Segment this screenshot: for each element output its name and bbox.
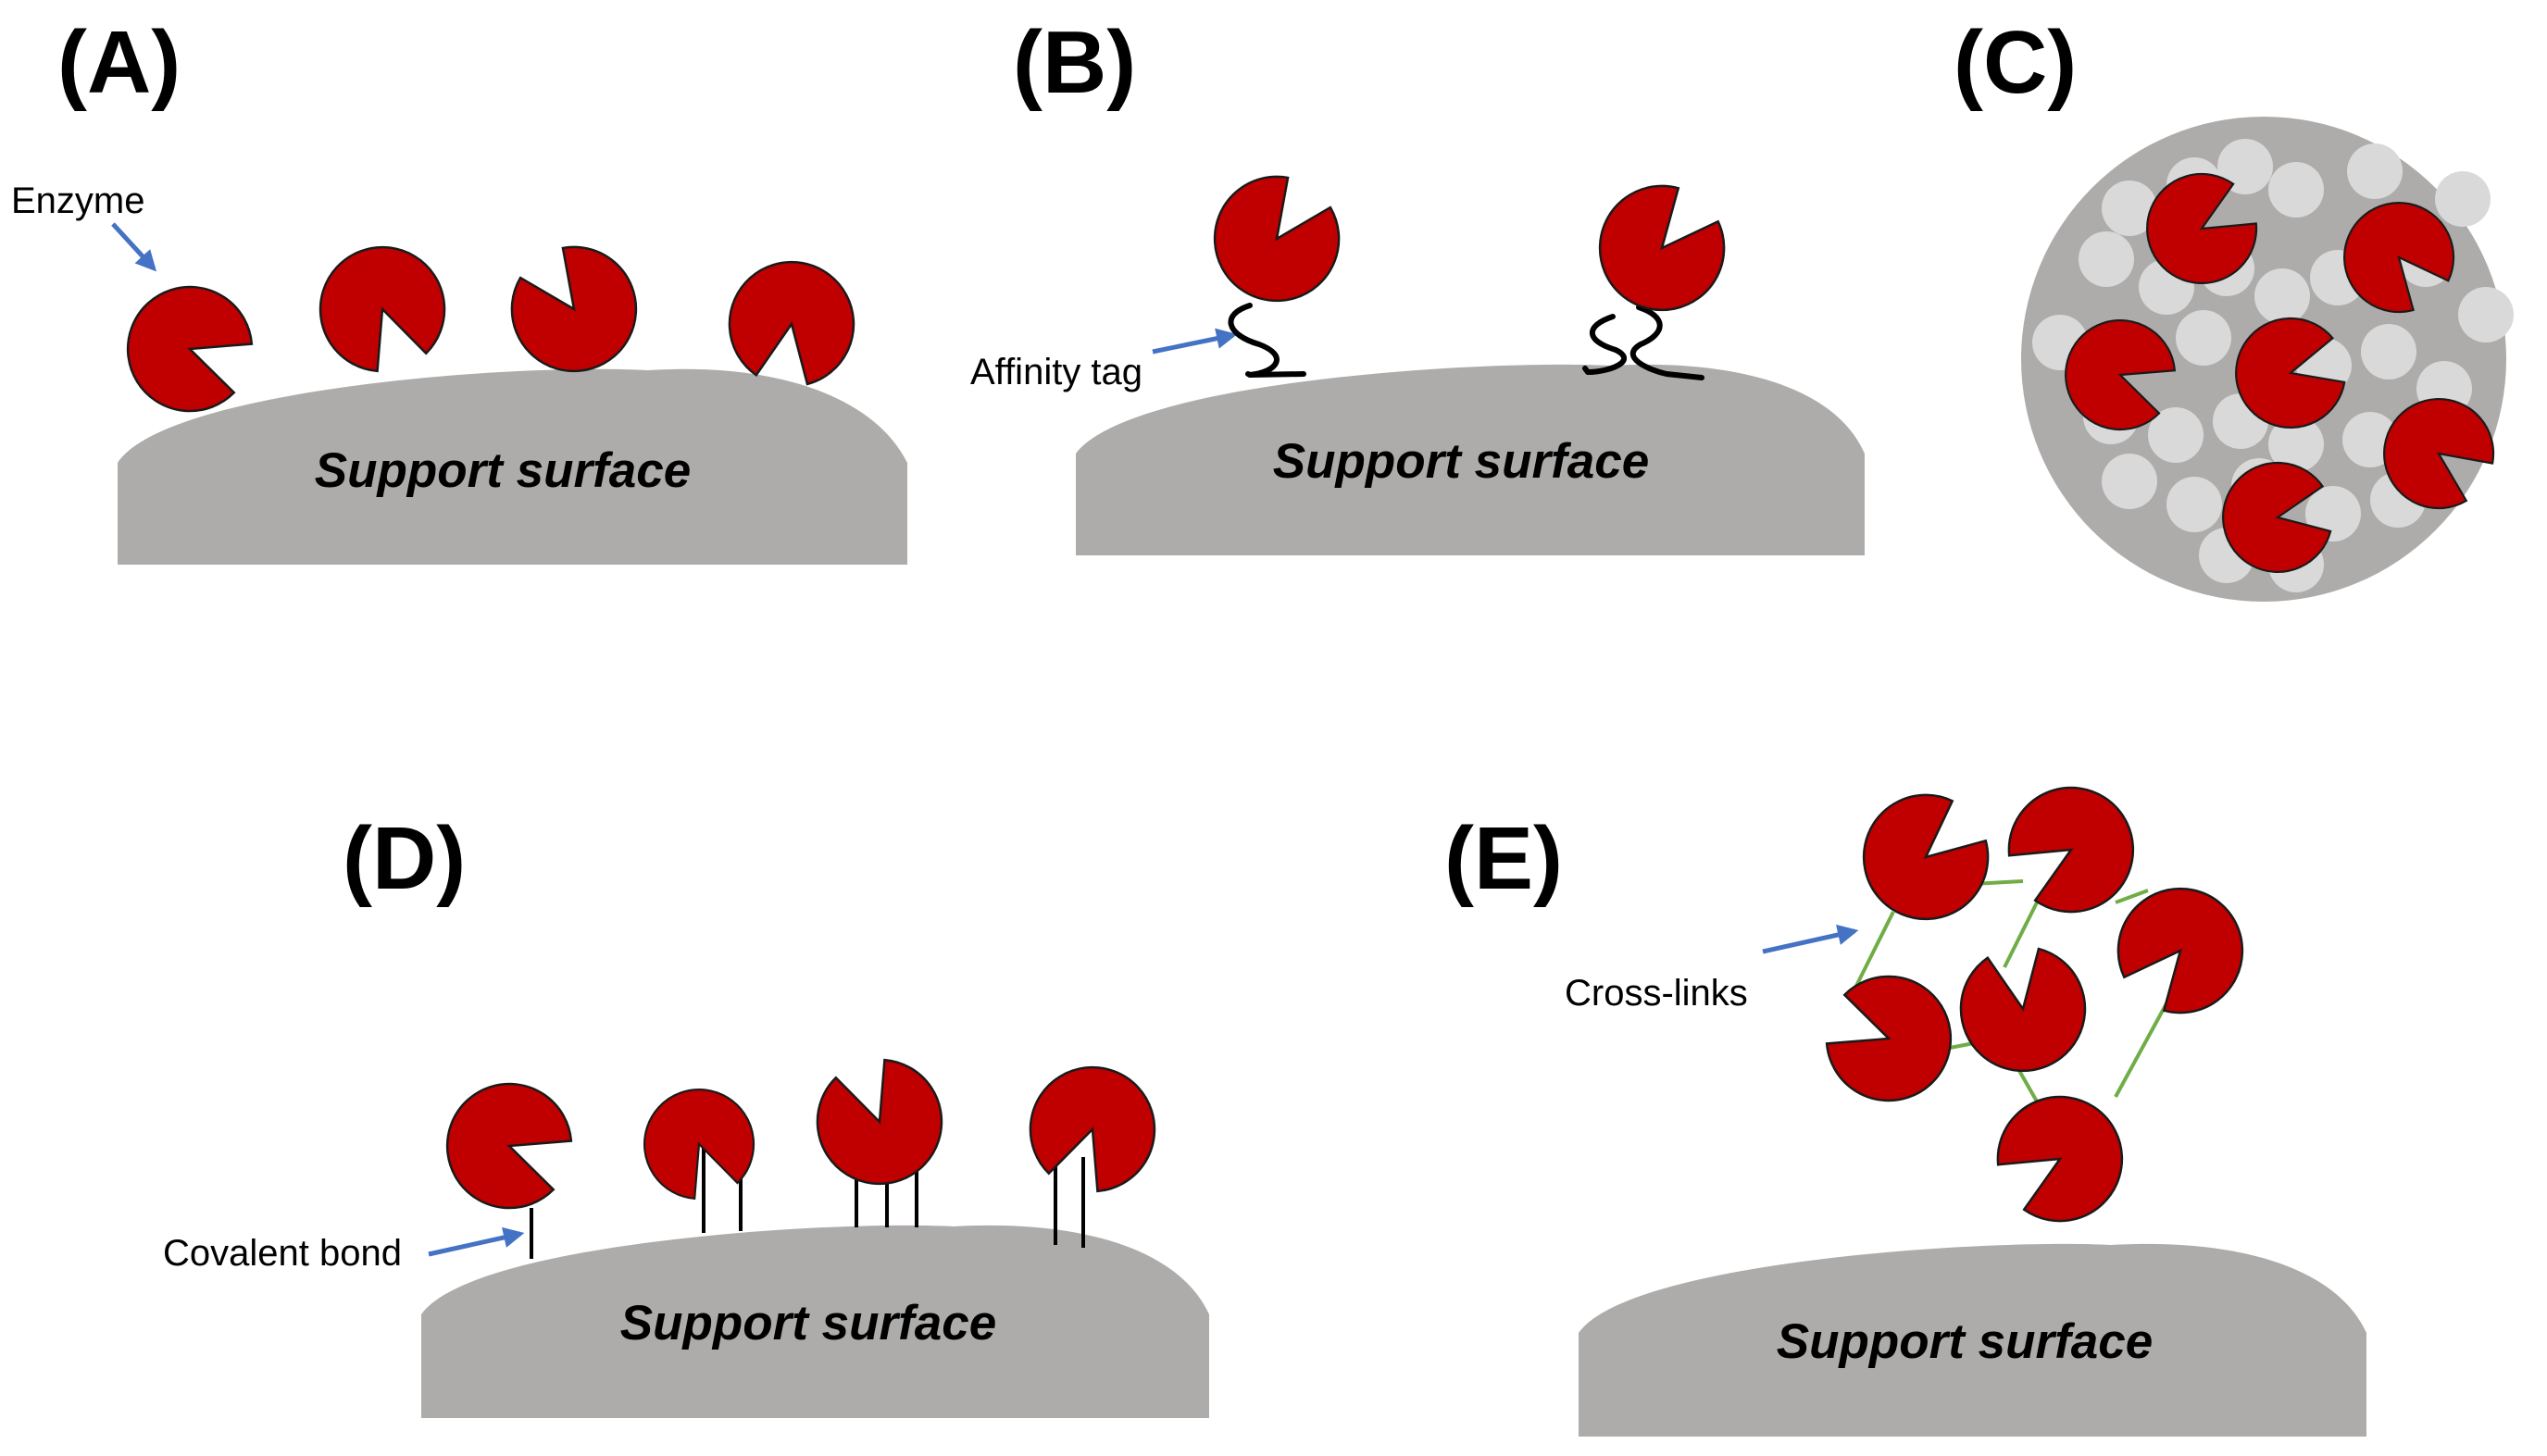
enzyme <box>1837 772 2011 946</box>
matrix-bead <box>2254 268 2310 324</box>
support-surface-a <box>118 368 907 565</box>
matrix-bead <box>2361 324 2416 380</box>
matrix-bead <box>2148 407 2204 463</box>
support-surface-d <box>421 1225 1209 1418</box>
enzyme-annotation: Enzyme <box>11 180 145 221</box>
enzyme <box>1573 163 1747 337</box>
enzyme <box>1990 764 2157 933</box>
support-surface-label-d: Support surface <box>620 1296 996 1350</box>
matrix-bead <box>2268 417 2324 472</box>
enzyme <box>301 228 462 385</box>
cross-links-arrow <box>1762 924 1859 954</box>
enzyme <box>2095 862 2269 1036</box>
panel-a: (A) Support surface Enzyme <box>11 13 907 565</box>
enzyme <box>1951 941 2096 1082</box>
enzyme <box>108 268 266 429</box>
matrix-bead <box>2268 162 2324 218</box>
panel-d: (D) Support surface Covalent bond <box>163 809 1209 1418</box>
enzyme-arrow <box>111 222 157 272</box>
support-surface-label-e: Support surface <box>1777 1314 2153 1369</box>
matrix-bead <box>2102 180 2157 236</box>
affinity-tag <box>1228 303 1306 378</box>
affinity-tag-arrow <box>1152 328 1238 355</box>
enzyme <box>628 1073 768 1211</box>
panel-e-label: (E) <box>1444 809 1563 908</box>
affinity-tag-annotation: Affinity tag <box>970 352 1142 392</box>
panel-b-label: (B) <box>1013 13 1136 112</box>
enzyme <box>1813 959 1970 1120</box>
affinity-tag <box>1582 305 1704 380</box>
enzyme <box>719 251 865 392</box>
matrix-bead <box>2176 310 2231 366</box>
enzyme <box>428 1064 585 1226</box>
matrix-bead <box>2217 139 2273 194</box>
support-surface-label-b: Support surface <box>1273 434 1649 489</box>
support-surface-label-a: Support surface <box>315 443 691 498</box>
cross-links-annotation: Cross-links <box>1565 973 1748 1014</box>
support-surface-e <box>1579 1243 2366 1437</box>
panel-b: (B) Support surface Affinity tag <box>970 13 1865 555</box>
enzyme <box>800 1046 961 1203</box>
matrix-bead <box>2102 454 2157 509</box>
covalent-bond-arrow <box>428 1226 525 1257</box>
support-surface-b <box>1076 364 1865 555</box>
matrix-bead <box>2079 231 2134 287</box>
matrix-bead <box>2166 477 2222 532</box>
matrix-bead <box>2347 143 2403 199</box>
covalent-bond-annotation: Covalent bond <box>163 1233 402 1274</box>
enzyme <box>1189 156 1362 327</box>
matrix-bead <box>2435 171 2491 227</box>
matrix-bead <box>2458 287 2514 342</box>
panel-c: (C) <box>1954 13 2514 602</box>
enzyme <box>1013 1048 1174 1205</box>
panel-e: (E) Support surface Cross-links <box>1444 764 2366 1437</box>
panel-a-label: (A) <box>57 13 181 112</box>
panel-d-label: (D) <box>343 809 466 908</box>
panel-c-label: (C) <box>1954 13 2077 112</box>
enzyme <box>1979 1073 2146 1242</box>
